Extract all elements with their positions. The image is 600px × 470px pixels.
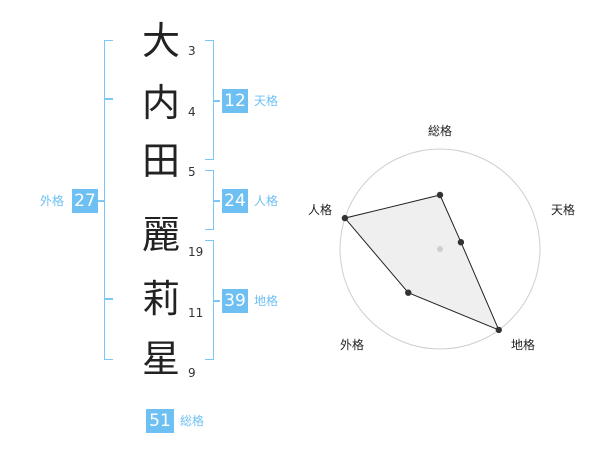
stroke-count-5: 11 [188, 306, 204, 320]
gaikaku-tick-mid [98, 200, 104, 202]
jinkaku-bracket [205, 170, 214, 230]
tenkaku-tick [214, 100, 220, 102]
radar-label-tenkaku: 天格 [551, 203, 576, 217]
radar-point-1 [436, 191, 444, 199]
gaikaku-tick-top [105, 98, 113, 100]
radar-label-soukaku: 総格 [428, 124, 453, 138]
radar-point-5 [341, 214, 349, 222]
radar-points [341, 191, 502, 334]
radar-point-4 [405, 289, 412, 296]
radar-point-3 [495, 326, 502, 334]
chikaku-tick [214, 300, 220, 302]
jinkaku-box: 24 [222, 189, 248, 213]
name-kanji-6: 星 [141, 337, 180, 381]
stroke-count-1: 3 [188, 44, 196, 58]
tenkaku-box: 12 [222, 89, 248, 113]
radar-label-jinkaku: 人格 [308, 203, 333, 217]
radar-area [343, 194, 500, 331]
tenkaku-bracket [205, 40, 214, 160]
gaikaku-box: 27 [72, 189, 98, 213]
stroke-count-3: 5 [188, 165, 196, 179]
name-kanji-5: 莉 [141, 277, 180, 321]
tenkaku-label: 天格 [254, 94, 279, 108]
soukaku-label: 総格 [180, 414, 205, 428]
soukaku-box: 51 [146, 409, 174, 433]
name-kanji-4: 麗 [141, 213, 180, 257]
stroke-count-4: 19 [188, 245, 204, 259]
gaikaku-tick-bottom [105, 298, 113, 300]
jinkaku-label: 人格 [254, 194, 279, 208]
radar-point-2 [457, 239, 465, 246]
chikaku-box: 39 [222, 289, 248, 313]
gaikaku-label: 外格 [40, 194, 65, 208]
gaikaku-bracket [104, 40, 113, 360]
chikaku-bracket [205, 240, 214, 360]
name-kanji-3: 田 [141, 139, 180, 183]
name-kanji-1: 大 [141, 19, 180, 63]
radar-center-dot [437, 246, 443, 252]
jinkaku-tick [214, 200, 220, 202]
stroke-count-2: 4 [188, 105, 196, 119]
radar-label-chikaku: 地格 [511, 338, 536, 352]
radar-label-gaikaku: 外格 [340, 338, 365, 352]
chikaku-label: 地格 [254, 294, 279, 308]
name-kanji-2: 内 [141, 81, 180, 125]
stroke-count-6: 9 [188, 366, 196, 380]
